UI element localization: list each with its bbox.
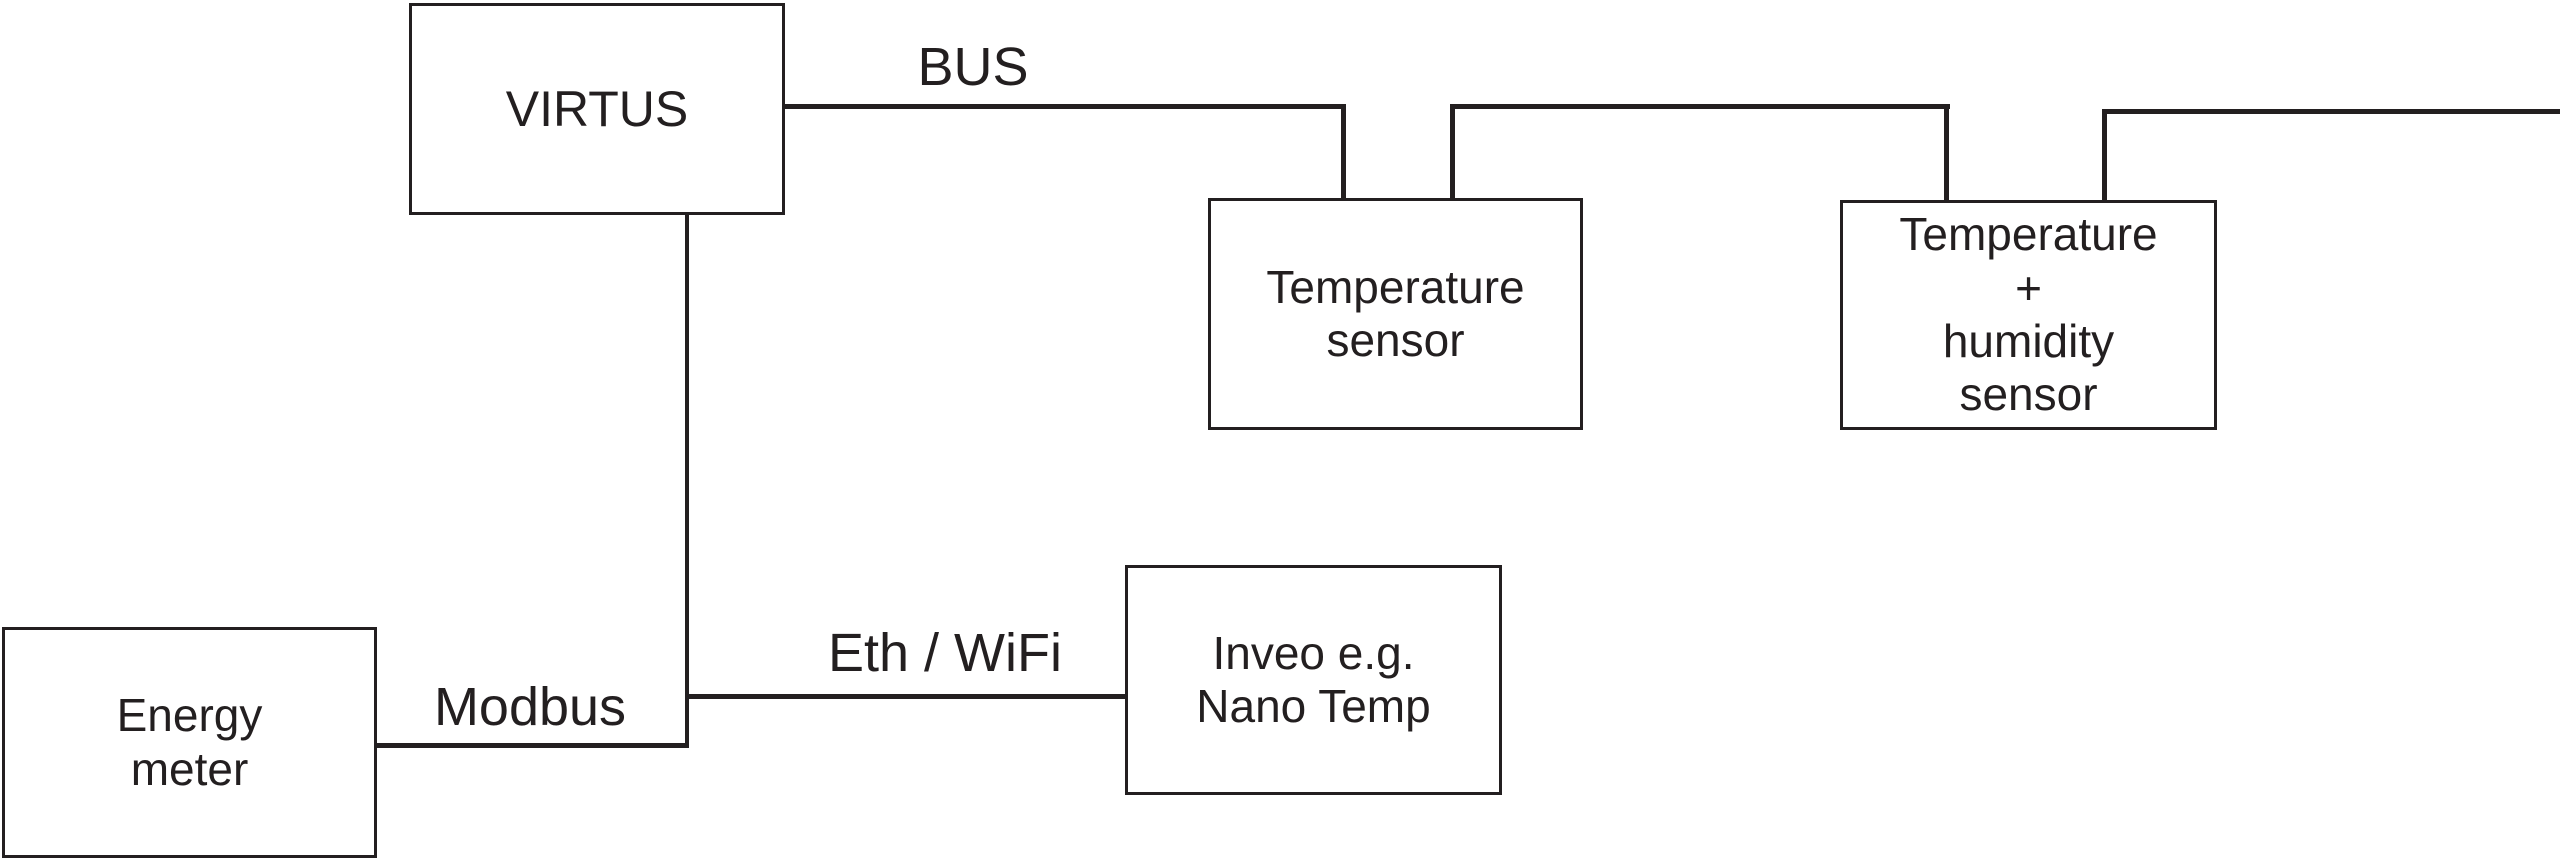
bus-drop-to-temperature-sensor xyxy=(1341,104,1346,201)
energy-meter-box-label-line: Energy xyxy=(116,689,263,742)
energy-meter-box-label-line: meter xyxy=(130,742,249,795)
bus-line-segment-2 xyxy=(1450,104,1950,109)
temperature-humidity-sensor-box-label-line: Temperature xyxy=(1899,208,2158,261)
inveo-nano-temp-box-label-line: Inveo e.g. xyxy=(1212,626,1415,679)
virtus-down-line xyxy=(685,214,689,748)
bus-riser-from-temperature-sensor xyxy=(1450,104,1455,201)
inveo-nano-temp-box-label-line: Nano Temp xyxy=(1196,680,1431,732)
eth-wifi-label: Eth / WiFi xyxy=(827,623,1062,683)
virtus-box: VIRTUS xyxy=(409,3,785,215)
bus-line-segment-3 xyxy=(2102,109,2560,114)
inveo-nano-temp-box: Inveo e.g. Nano Temp xyxy=(1125,565,1502,795)
energy-meter-box: Energy meter xyxy=(2,627,377,858)
eth-wifi-line xyxy=(687,694,1125,699)
temperature-sensor-box-label-line: sensor xyxy=(1326,314,1465,366)
bus-riser-from-temperature-humidity-sensor xyxy=(2102,109,2107,203)
temperature-humidity-sensor-box: Temperature + humidity sensor xyxy=(1840,200,2217,430)
bus-label: BUS xyxy=(917,37,1029,97)
temperature-sensor-box: Temperature sensor xyxy=(1208,198,1583,430)
modbus-line xyxy=(377,743,689,748)
bus-drop-to-temperature-humidity-sensor xyxy=(1944,104,1949,203)
bus-line-segment-1 xyxy=(785,104,1345,109)
temperature-humidity-sensor-box-label-line: + xyxy=(2015,261,2042,314)
modbus-label: Modbus xyxy=(433,677,627,737)
temperature-humidity-sensor-box-label-line: sensor xyxy=(1959,368,2098,421)
temperature-sensor-box-label-line: Temperature xyxy=(1266,260,1525,313)
virtus-box-label: VIRTUS xyxy=(505,81,689,137)
temperature-humidity-sensor-box-label-line: humidity xyxy=(1942,315,2115,367)
